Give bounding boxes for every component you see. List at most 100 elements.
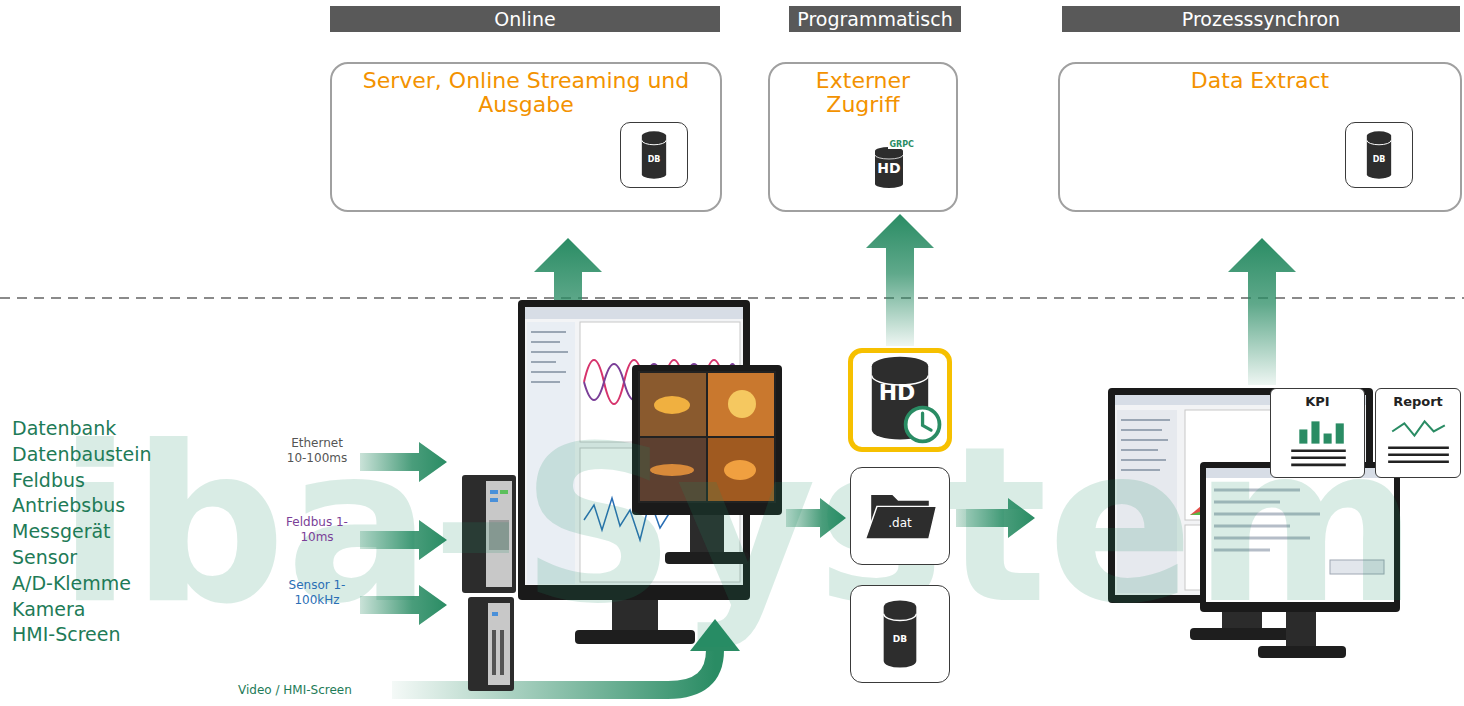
analyzer-monitor [575,630,695,644]
flow-arrows [360,520,447,560]
node-text: GRPC [888,140,916,149]
reporting-monitors [1206,468,1394,602]
source-item: Antriebsbus [12,494,125,516]
acquisition-devices [486,481,512,587]
source-item: HMI-Screen [12,623,120,645]
signal-label: Ethernet 10-100ms [280,436,354,466]
analyzer-monitor [531,341,560,343]
analyzer-monitor [527,322,575,584]
camera-monitor [728,390,756,418]
reporting-monitors [1214,490,1320,550]
camera-monitor [690,515,724,555]
node-text: KPI [1271,394,1364,409]
source-item: Datenbank [12,417,116,439]
flow-arrows [956,498,1035,538]
reporting-monitors [1214,525,1290,528]
analyzer-monitor [525,307,743,319]
acquisition-devices [462,475,516,691]
output-panel: Externer ZugriffGRPC HD [768,62,958,212]
signal-label: Feldbus 1-10ms [280,515,354,545]
reporting-monitors [1214,501,1280,504]
analyzer-monitor [531,381,560,383]
flow-arrows [360,585,447,625]
node-text: Externer Zugriff [778,69,948,117]
grpc-storage-icon: GRPC HD [862,140,916,190]
signal-label: Video / HMI-Screen [238,683,352,698]
reporting-monitors [1214,537,1310,540]
section-header: Prozesssynchron [1062,6,1460,32]
source-item: Kamera [12,598,85,620]
tier-divider [0,298,1464,299]
node-text: DB [1373,155,1386,164]
reporting-monitors [1121,459,1166,461]
camera-monitor [650,464,694,476]
hd-storage-icon: HD [848,348,952,452]
report-card: Report [1375,388,1461,478]
acquisition-devices [492,630,496,675]
reporting-monitors [1190,628,1294,640]
camera-monitor [724,460,756,480]
reporting-monitors [1214,513,1320,516]
section-header: Programmatisch [789,6,961,32]
reporting-monitors [1121,419,1170,421]
camera-monitor [708,438,774,501]
node-text: HD [879,381,916,405]
database-icon: DB [620,122,688,188]
acquisition-devices [490,498,498,502]
reporting-monitors [1330,560,1384,574]
node-text: Prozesssynchron [1182,8,1340,30]
acquisition-devices [489,520,509,550]
output-panel: Server, Online Streaming und AusgabeDB [330,62,722,212]
watermark: iba-System [58,418,1418,633]
flow-arrows [360,238,1296,690]
reporting-monitors [1121,420,1170,470]
output-panel: Data ExtractDB [1058,62,1462,212]
node-text: .dat [888,516,912,530]
kpi-card: KPI [1270,388,1365,478]
acquisition-devices [490,490,498,494]
acquisition-devices [488,603,510,685]
flow-arrows [392,650,715,690]
source-item: Datenbaustein [12,443,152,465]
node-text: HD [877,160,900,176]
signal-label: Sensor 1-100kHz [280,578,354,608]
flow-arrow [866,214,934,346]
reporting-monitors [1121,449,1158,451]
flow-arrows [1228,238,1296,385]
section-header: Online [330,6,720,32]
camera-monitor [632,365,782,564]
camera-monitor [640,373,706,436]
database-icon: DB [850,585,950,683]
source-item: Messgerät [12,520,111,542]
analyzer-monitor [531,361,556,363]
dat-file-icon: .dat [850,467,950,565]
flow-arrows [786,498,846,538]
node-text: Server, Online Streaming und Ausgabe [351,69,701,117]
analyzer-monitor [531,331,566,333]
node-text: Programmatisch [797,8,952,30]
reporting-monitors [1214,549,1270,552]
reporting-monitors [1121,469,1160,471]
acquisition-devices [492,612,498,616]
camera-monitor [654,396,690,414]
database-icon: DB [1345,122,1413,188]
camera-monitor [640,438,706,501]
analyzer-monitor [612,600,658,634]
node-text: Data Extract [1075,69,1445,93]
reporting-monitors [1286,608,1316,650]
camera-monitor [708,373,774,436]
analyzer-monitor [531,371,566,373]
camera-monitor [638,371,776,503]
reporting-monitors [1214,489,1300,492]
acquisition-devices [500,490,508,494]
source-item: Feldbus [12,469,85,491]
flow-arrows [690,619,740,651]
node-text: DB [893,634,907,644]
node-text: DB [648,155,661,164]
tier-divider [0,297,1464,299]
node-text: Online [494,8,555,30]
analyzer-monitor [531,332,568,382]
camera-monitor [665,552,749,564]
reporting-monitors [1258,646,1346,658]
reporting-monitors [1121,439,1168,441]
